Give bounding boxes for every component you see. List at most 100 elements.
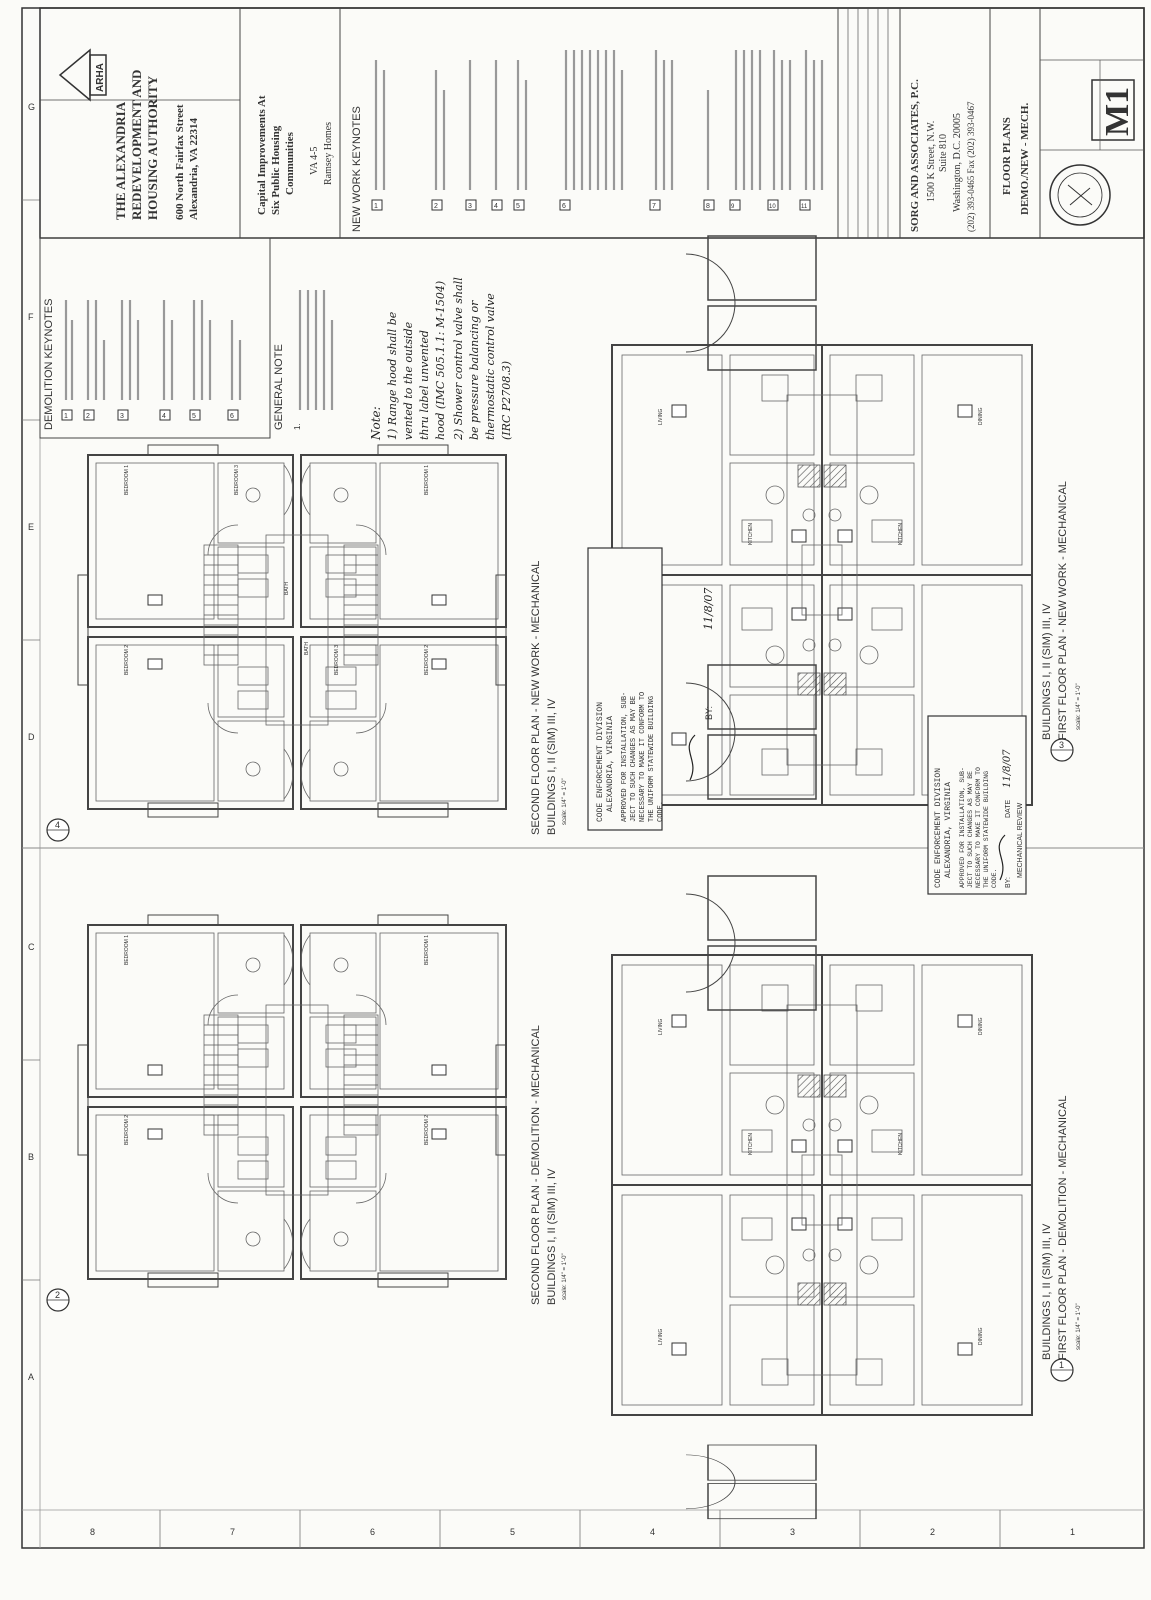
svg-text:5: 5 [516, 203, 520, 210]
drawing-scale: scale: 1/4" = 1'-0" [1076, 1303, 1082, 1350]
grid-label: 5 [510, 1527, 515, 1537]
note-heading: Note: [369, 406, 383, 441]
note-line: thermostatic control valve [484, 293, 497, 440]
handwritten-note: Note: 1) Range hood shall be vented to t… [369, 277, 513, 441]
note-line: be pressure balancing or [468, 300, 481, 440]
drawing-tag-1: 1 [1050, 1358, 1074, 1382]
revision-block [847, 8, 889, 238]
grid-label: F [28, 312, 34, 322]
svg-text:BEDROOM 1: BEDROOM 1 [124, 465, 130, 495]
svg-text:6: 6 [562, 203, 566, 210]
grid-label: 8 [90, 1527, 95, 1537]
project-line1: Capital Improvements At [256, 95, 268, 215]
drawing-scale: scale: 1/4" = 1'-0" [562, 778, 568, 825]
demolition-heading: DEMOLITION KEYNOTES [43, 299, 55, 430]
grid-bottom-labels: 8 7 6 5 4 3 2 1 [90, 1527, 1075, 1537]
client-name-line1: THE ALEXANDRIA [113, 101, 128, 220]
new-work-heading: NEW WORK KEYNOTES [351, 106, 363, 232]
border-ticks [22, 199, 1001, 1548]
svg-text:DINING: DINING [978, 1017, 984, 1035]
new-work-keynotes: NEW WORK KEYNOTES [351, 106, 363, 232]
client-name-line2: REDEVELOPMENT AND [129, 70, 144, 220]
sheet-title-1: FLOOR PLANS [1001, 117, 1013, 195]
svg-text:2: 2 [434, 203, 438, 210]
general-note-heading: GENERAL NOTE [273, 344, 285, 430]
architect-name: SORG AND ASSOCIATES, P.C. [909, 79, 921, 232]
note-line: hood (IMC 505.1.1: M-1504) [434, 281, 447, 440]
general-note-number: 1. [293, 423, 302, 430]
project-line2: Six Public Housing [270, 125, 282, 215]
plan-second-floor-new-work: BEDROOM 1 BEDROOM 2 BEDROOM 3 BEDROOM 1 … [46, 444, 568, 842]
room-labels: BEDROOM 1 BEDROOM 2 BEDROOM 1 BEDROOM 2 [124, 935, 430, 1145]
svg-text:KITCHEN: KITCHEN [748, 523, 754, 545]
note-line: (IRC P2708.3) [500, 361, 513, 440]
svg-text:9: 9 [731, 204, 735, 210]
drawing-title: BUILDINGS I, II (SIM) III, IV [546, 1168, 558, 1305]
project-line3: Communities [284, 131, 296, 195]
svg-text:NECESSARY TO MAKE IT CONFORM T: NECESSARY TO MAKE IT CONFORM TO [639, 692, 647, 822]
drawing-scale: scale: 1/4" = 1'-0" [1076, 683, 1082, 730]
svg-text:1: 1 [64, 413, 68, 420]
svg-text:DINING: DINING [978, 407, 984, 425]
stamp-department: MECHANICAL REVIEW [1017, 802, 1024, 878]
svg-text:THE UNIFORM STATEWIDE BUILDING: THE UNIFORM STATEWIDE BUILDING [648, 696, 656, 822]
svg-text:LIVING: LIVING [658, 1328, 664, 1345]
drawing-scale: scale: 1/4" = 1'-0" [562, 1253, 568, 1300]
grid-label: 7 [230, 1527, 235, 1537]
grid-label: 6 [370, 1527, 375, 1537]
grid-label: 4 [650, 1527, 655, 1537]
svg-text:4: 4 [162, 413, 166, 420]
architect-address1: 1500 K Street, N.W. [926, 121, 937, 202]
svg-text:JECT TO SUCH CHANGES AS MAY BE: JECT TO SUCH CHANGES AS MAY BE [967, 771, 974, 888]
arha-logo: ARHA [58, 48, 107, 102]
svg-text:1: 1 [1059, 1360, 1064, 1370]
svg-text:BEDROOM 3: BEDROOM 3 [334, 645, 340, 675]
approval-stamp-left: CODE ENFORCEMENT DIVISION ALEXANDRIA, VI… [587, 547, 715, 831]
svg-text:APPROVED FOR INSTALLATION, SUB: APPROVED FOR INSTALLATION, SUB- [621, 692, 629, 822]
svg-text:7: 7 [652, 203, 656, 210]
drawing-tag-3: 3 [1050, 738, 1074, 762]
svg-text:LIVING: LIVING [658, 408, 664, 425]
client-address-line2: Alexandria, VA 22314 [188, 118, 200, 220]
client-address-line1: 600 North Fairfax Street [174, 104, 186, 220]
drawing-subtitle: SECOND FLOOR PLAN - DEMOLITION - MECHANI… [530, 1025, 542, 1305]
svg-text:KITCHEN: KITCHEN [898, 1133, 904, 1155]
grid-label: C [28, 942, 35, 952]
svg-text:3: 3 [120, 413, 124, 420]
sheet-number: M1 [1091, 79, 1136, 141]
project-code: VA 4-5 [309, 147, 320, 175]
note-line: vented to the outside [402, 321, 415, 440]
svg-text:APPROVED FOR INSTALLATION, SUB: APPROVED FOR INSTALLATION, SUB- [959, 767, 966, 888]
drawing-title: BUILDINGS I, II (SIM) III, IV [1041, 1223, 1053, 1360]
drawing-subtitle: FIRST FLOOR PLAN - DEMOLITION - MECHANIC… [1057, 1096, 1069, 1360]
svg-text:CODE.: CODE. [657, 801, 665, 822]
svg-text:4: 4 [494, 203, 498, 210]
grid-label: A [28, 1372, 34, 1382]
plan-first-floor-new-work: LIVING DINING LIVING DINING KITCHEN KITC… [611, 235, 1082, 806]
svg-text:ALEXANDRIA, VIRGINIA: ALEXANDRIA, VIRGINIA [606, 716, 615, 812]
svg-text:ARHA: ARHA [95, 63, 106, 92]
grid-label: 1 [1070, 1527, 1075, 1537]
svg-text:BATH: BATH [304, 642, 310, 655]
svg-text:CODE ENFORCEMENT DIVISION: CODE ENFORCEMENT DIVISION [934, 768, 943, 888]
svg-text:BEDROOM 2: BEDROOM 2 [124, 1115, 130, 1145]
svg-text:BEDROOM 1: BEDROOM 1 [424, 465, 430, 495]
svg-text:ALEXANDRIA, VIRGINIA: ALEXANDRIA, VIRGINIA [944, 782, 953, 878]
drawing-title: BUILDINGS I, II (SIM) III, IV [1041, 603, 1053, 740]
title-block: ARHA THE ALEXANDRIA REDEVELOPMENT AND HO… [39, 7, 1145, 239]
svg-text:JECT TO SUCH CHANGES AS MAY BE: JECT TO SUCH CHANGES AS MAY BE [630, 696, 638, 822]
stamp-date-label: DATE [1005, 800, 1012, 818]
svg-text:11: 11 [801, 204, 808, 210]
architect-phone: (202) 393-0465 Fax (202) 393-0467 [966, 101, 976, 232]
note-line: 1) Range hood shall be [386, 311, 399, 440]
stamp-date: 11/8/07 [1002, 749, 1013, 788]
grid-label: B [28, 1152, 34, 1162]
svg-text:BEDROOM 2: BEDROOM 2 [424, 645, 430, 675]
note-line: 2) Shower control valve shall [452, 277, 465, 441]
svg-text:KITCHEN: KITCHEN [898, 523, 904, 545]
svg-text:3: 3 [1059, 740, 1064, 750]
svg-text:4: 4 [55, 820, 60, 830]
svg-text:2: 2 [86, 413, 90, 420]
svg-text:DINING: DINING [978, 1327, 984, 1345]
